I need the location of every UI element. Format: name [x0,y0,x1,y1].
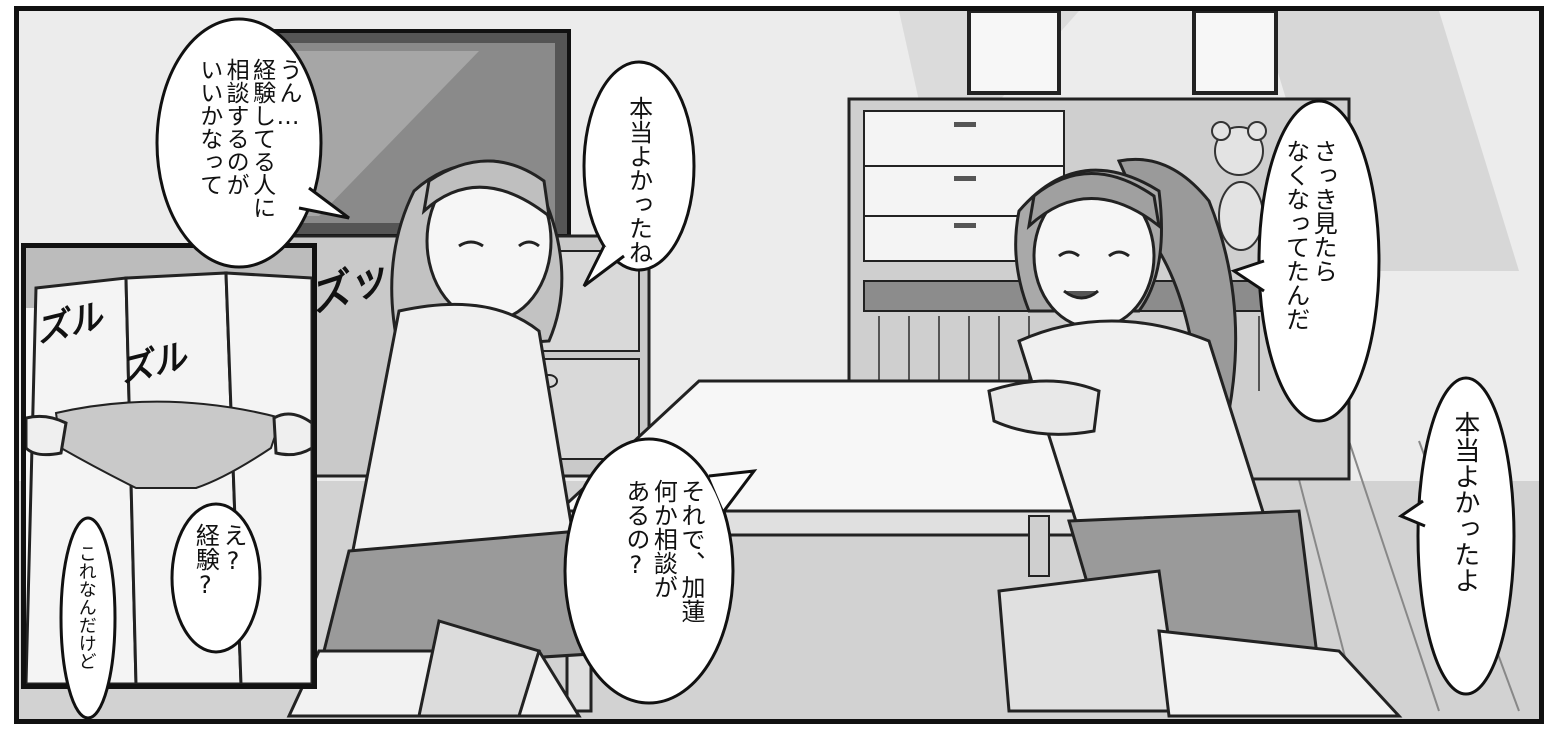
picture-frame [967,11,1061,95]
bubble-text: 本当よかったよ [1449,411,1480,593]
bubble-text: うん… 経験してる人に 相談するのが いいかなって [195,58,301,219]
speech-bubble: それで、加蓮 何か相談が あるの? [559,431,758,711]
speech-bubble: 本当よかったよ [1397,371,1519,701]
speech-bubble: これなんだけど [59,516,117,719]
speech-bubble: 本当よかったね [574,56,704,288]
inset-panel: ズル ズル [21,243,317,689]
speech-bubble: さっき見たら なくなってたんだ [1230,91,1389,431]
right-girl [987,157,1403,718]
bubble-text: それで、加蓮 何か相談が あるの? [621,479,705,623]
bubble-text: え? 経験? [191,523,247,599]
room-scene [19,11,1539,719]
manga-panel: ズッ ズル ズル うん… 経験してる人に 相談するのが いいかなって [14,6,1544,724]
speech-bubble: うん… 経験してる人に 相談するのが いいかなって [149,13,350,278]
bubble-text: 本当よかったね [624,96,653,264]
speech-bubble: え? 経験? [169,501,264,656]
bubble-text: さっき見たら なくなってたんだ [1281,139,1338,331]
teddy-bear [1211,121,1267,251]
left-girl [286,159,642,718]
picture-frame [1192,11,1278,95]
panties [54,400,283,489]
bubble-text: これなんだけど [75,544,97,670]
